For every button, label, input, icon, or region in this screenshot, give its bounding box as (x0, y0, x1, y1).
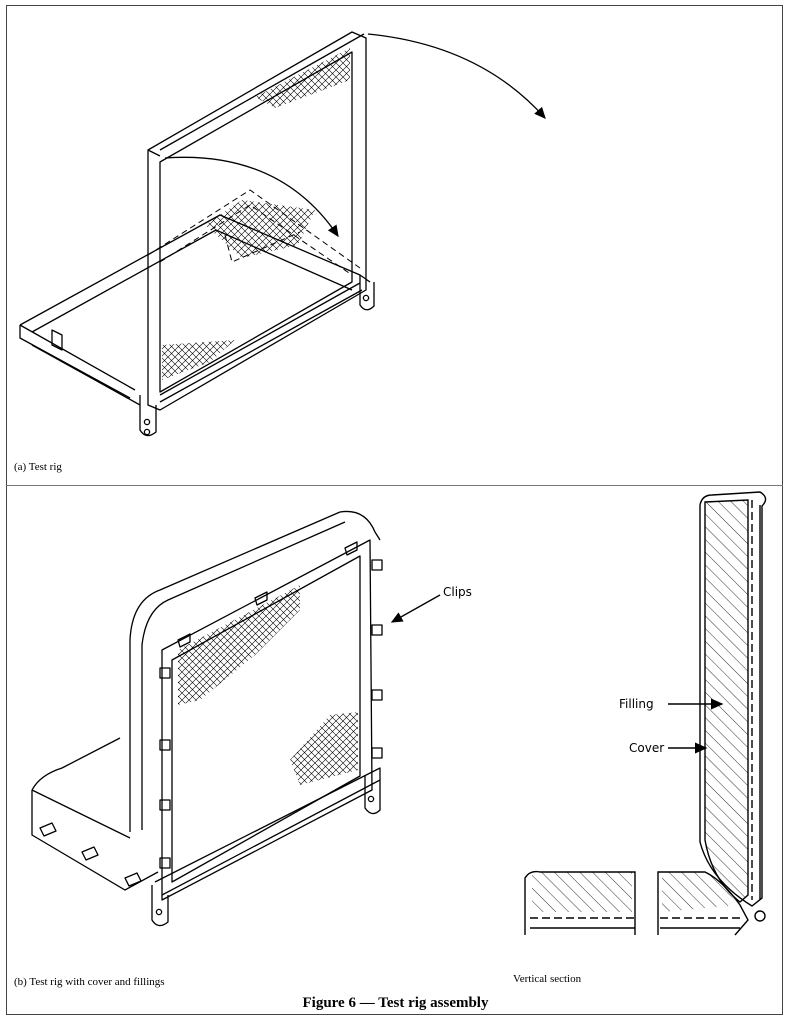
caption-test-rig: (a) Test rig (14, 461, 62, 473)
cover-outline (129, 510, 381, 832)
fold-arrow-outer (367, 33, 546, 119)
figure-border (6, 5, 783, 1015)
mesh-top (255, 48, 350, 108)
clips-leader (390, 594, 441, 623)
back-frame-outer (161, 539, 373, 901)
front-leg (139, 395, 157, 437)
label-clips: Clips (443, 585, 472, 599)
clip-group (39, 541, 383, 887)
mesh-lower (290, 712, 358, 785)
section-cover (699, 491, 767, 907)
leg-rear (364, 775, 381, 815)
section-filling (704, 499, 749, 903)
vertical-section (524, 491, 767, 936)
test-rig-drawing (19, 31, 546, 437)
vertical-frame-outer (147, 31, 367, 411)
caption-vertical-section: Vertical section (513, 973, 582, 985)
rear-leg (359, 275, 375, 311)
label-filling: Filling (619, 697, 654, 711)
mesh-folded (205, 200, 315, 258)
folded-position-outline (147, 189, 361, 269)
leg-front (151, 885, 169, 927)
figure-title: Figure 6 — Test rig assembly (302, 995, 489, 1011)
mesh-bottom (162, 340, 235, 380)
panel-divider (6, 485, 783, 486)
fold-arrow-inner (164, 156, 339, 238)
seat-cover (31, 790, 159, 891)
section-base-right (657, 871, 749, 936)
label-cover: Cover (629, 741, 665, 755)
caption-covered-rig: (b) Test rig with cover and fillings (14, 976, 165, 988)
mesh-upper (178, 585, 300, 705)
